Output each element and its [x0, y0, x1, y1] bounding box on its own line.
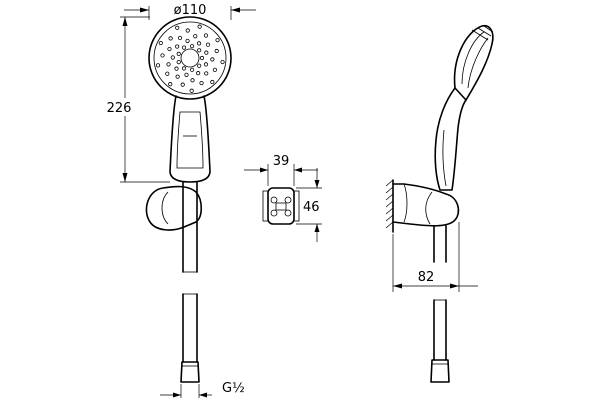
head-diameter-label: ø110 [174, 3, 207, 18]
nozzle [215, 38, 220, 43]
nozzle [175, 74, 180, 79]
dimension-wall-projection: 82 [392, 222, 478, 292]
nozzle [175, 25, 180, 30]
nozzle [185, 28, 190, 33]
dimension-holder-width: 39 [244, 154, 318, 186]
nozzle [185, 38, 190, 44]
nozzle [204, 71, 209, 76]
nozzle [210, 57, 215, 62]
nozzle [204, 50, 209, 55]
nozzle [175, 44, 180, 49]
nozzle [180, 82, 185, 87]
nozzle [189, 67, 195, 72]
thread-label: G½ [222, 381, 245, 396]
shower-head-front [148, 16, 232, 100]
nozzle [197, 48, 202, 53]
nozzle [177, 35, 183, 41]
holder-height-label: 46 [303, 200, 320, 215]
nozzle [176, 51, 181, 57]
dimension-head-diameter: ø110 [124, 3, 256, 20]
dimension-length: 226 [107, 16, 170, 183]
nozzle [166, 62, 171, 67]
nozzle [199, 80, 204, 86]
nozzle [181, 66, 187, 71]
spray-nozzles [155, 24, 225, 93]
nozzle [220, 59, 225, 65]
holder-width-label: 39 [273, 154, 290, 169]
wall-holder-side [392, 183, 460, 227]
nozzle [189, 88, 194, 93]
nozzle [196, 41, 202, 46]
nozzle [203, 62, 209, 67]
handle-front [169, 95, 211, 183]
wall-holder-front [145, 185, 203, 231]
nozzle [197, 63, 202, 68]
hose-nut-side [430, 359, 450, 383]
nozzle [193, 34, 198, 39]
nozzle [165, 71, 170, 76]
nozzle [214, 48, 219, 54]
handle-side [434, 87, 467, 191]
nozzle [168, 82, 173, 87]
nozzle [205, 42, 211, 47]
nozzle [197, 24, 202, 29]
length-label: 226 [107, 101, 132, 116]
nozzle [174, 66, 179, 71]
side-view [385, 24, 494, 383]
hose-lower-front [182, 293, 198, 363]
nozzle [181, 45, 187, 50]
nozzle [160, 53, 165, 58]
nozzle [190, 78, 195, 83]
dimension-holder-height: 46 [296, 168, 322, 242]
hose-upper-side [433, 225, 447, 263]
nozzle [184, 72, 189, 77]
nozzle [203, 33, 209, 38]
nozzle [155, 63, 161, 68]
nozzle [210, 79, 215, 85]
shower-head-side [453, 24, 494, 101]
front-view [145, 16, 232, 383]
nozzle [189, 44, 195, 49]
nozzle [167, 46, 172, 52]
nozzle [170, 55, 175, 60]
wall-projection-label: 82 [418, 270, 435, 285]
nozzle [168, 36, 173, 41]
hose-nut-front [180, 361, 200, 383]
nozzle [199, 55, 205, 61]
wall-hatching [385, 179, 394, 229]
hose-lower-side [433, 299, 447, 361]
holder-detail [262, 187, 300, 225]
nozzle [196, 71, 201, 76]
dimension-thread: G½ [160, 381, 245, 398]
nozzle [158, 40, 163, 46]
nozzle [212, 67, 218, 72]
nozzle [176, 59, 181, 65]
